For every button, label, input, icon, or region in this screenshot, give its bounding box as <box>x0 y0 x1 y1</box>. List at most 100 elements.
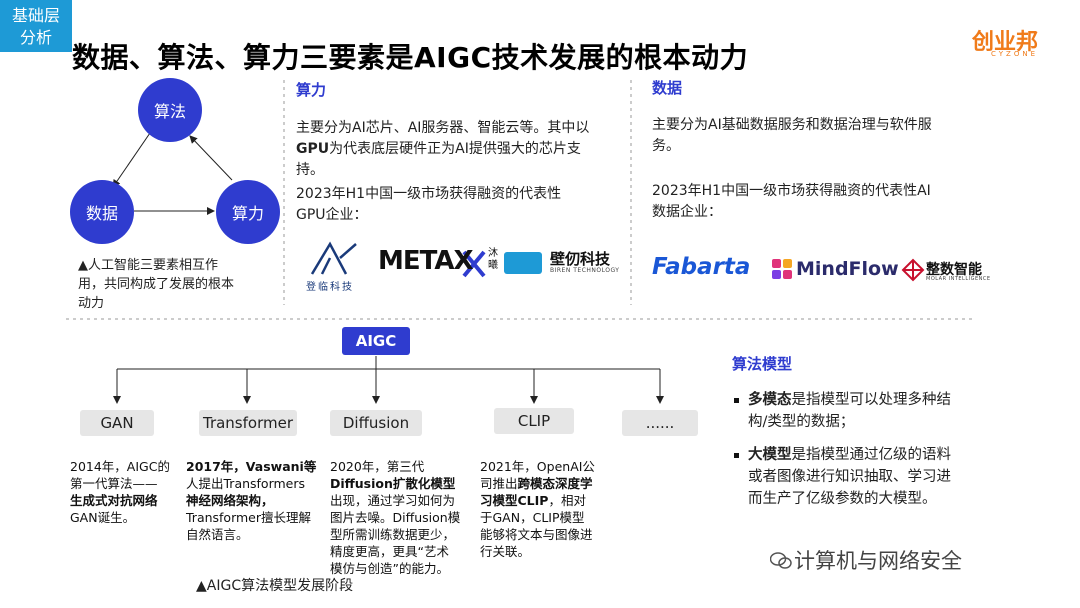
denglin-logo-mark <box>310 241 357 275</box>
transformer-line3-bold: 神经网络架构， <box>186 493 274 508</box>
algo-item-multimodal-bold: 多模态 <box>748 392 792 408</box>
section-tag-line2: 分析 <box>19 28 52 47</box>
compute-desc-line1: 主要分为AI芯片、AI服务器、智能云等。其中以 <box>296 120 590 136</box>
compute-desc-line2-rest: 为代表底层硬件正为AI提供强大的芯片支 <box>329 141 581 157</box>
triangle-caption-line1: ▲人工智能三要素相互作 <box>78 258 218 273</box>
diffusion-line1: 2020年，第三代 <box>330 459 425 474</box>
arrow-algo-to-data <box>112 132 151 188</box>
tree-caption: ▲AIGC算法模型发展阶段 <box>196 578 354 594</box>
diffusion-line5: 型所需训练数据更少， <box>330 527 456 542</box>
gan-line3-bold: 生成式对抗网络 <box>70 493 158 508</box>
node-compute: 算力 <box>216 180 280 244</box>
diffusion-line4: 图片去噪。Diffusion模 <box>330 510 461 525</box>
transformer-line1-bold: 2017年，Vaswani等 <box>186 459 317 474</box>
diffusion-line3: 出现，通过学习如何为 <box>330 493 456 508</box>
molar-logo-sub: MOLAR INTELLIGENCE <box>926 276 991 282</box>
page-title: 数据、算法、算力三要素是AIGC技术发展的根本动力 <box>72 41 749 74</box>
data-desc-line1: 主要分为AI基础数据服务和数据治理与软件服 <box>652 117 932 133</box>
wechat-icon <box>770 552 792 569</box>
transformer-line3: 神经网络架构， <box>186 492 326 509</box>
node-diffusion: Diffusion <box>330 410 422 436</box>
section-tag-line1: 基础层 <box>11 6 60 25</box>
mindflow-logo-mark <box>772 259 792 279</box>
transformer-line1: 2017年，Vaswani等 <box>186 458 326 475</box>
algo-heading: 算法模型 <box>732 355 793 373</box>
arrow-compute-to-algo <box>189 135 233 181</box>
compute-desc: 主要分为AI芯片、AI服务器、智能云等。其中以 GPU为代表底层硬件正为AI提供… <box>296 118 626 181</box>
biren-logo-mark <box>504 252 542 274</box>
data-heading: 数据 <box>652 79 683 97</box>
clip-line3-text: ，相对 <box>548 493 586 508</box>
node-transformer: Transformer <box>199 410 297 436</box>
node-data: 数据 <box>70 180 134 244</box>
diffusion-description: 2020年，第三代 Diffusion扩散化模型 出现，通过学习如何为 图片去噪… <box>330 458 470 577</box>
biren-logo-sub: BIREN TECHNOLOGY <box>550 267 620 274</box>
molar-logo: 整数智能 <box>926 262 982 278</box>
gan-line1: 2014年，AIGC的 <box>70 459 170 474</box>
clip-line2: 司推出跨模态深度学 <box>480 475 610 492</box>
node-algorithm: 算法 <box>138 78 202 142</box>
algo-item-large-model: 大模型是指模型通过亿级的语料或者图像进行知识抽取、学习进而生产了亿级参数的大模型… <box>734 444 956 510</box>
triangle-caption-line2: 用，共同构成了发展的根本 <box>78 277 235 292</box>
triangle-caption-line3: 动力 <box>78 296 105 311</box>
clip-line2-text: 司推出 <box>480 476 518 491</box>
brand-logo: 创业邦 <box>971 30 1038 55</box>
fabarta-logo: Fabarta <box>652 254 751 280</box>
metax-logo-mark <box>462 250 486 278</box>
diffusion-line2-bold: Diffusion扩散化模型 <box>330 476 456 491</box>
algo-item-large-model-desc: 是指模型通过亿级的语料或者图像进行知识抽取、学习进而生产了亿级参数的大模型。 <box>748 447 951 507</box>
algo-item-large-model-text: 大模型是指模型通过亿级的语料或者图像进行知识抽取、学习进而生产了亿级参数的大模型… <box>734 444 956 510</box>
clip-line1: 2021年，OpenAI公 <box>480 459 595 474</box>
gan-line3: 生成式对抗网络 <box>70 492 182 509</box>
metax-logo-side: 沐曦 <box>488 248 498 271</box>
bullet-icon <box>734 453 739 458</box>
bullet-icon <box>734 398 739 403</box>
node-gan: GAN <box>80 410 154 436</box>
clip-line3: 习模型CLIP，相对 <box>480 492 610 509</box>
data-companies-title-line1: 2023年H1中国一级市场获得融资的代表性AI <box>652 183 931 199</box>
algo-item-multimodal-desc: 是指模型可以处理多种结构/类型的数据； <box>748 392 951 430</box>
clip-line2-bold: 跨模态深度学 <box>517 476 593 491</box>
compute-companies-title: 2023年H1中国一级市场获得融资的代表性 GPU企业： <box>296 184 626 226</box>
gan-line4: GAN诞生。 <box>70 510 136 525</box>
algo-item-multimodal: 多模态是指模型可以处理多种结构/类型的数据； <box>734 389 956 433</box>
node-more: ...... <box>622 410 698 436</box>
data-companies-title: 2023年H1中国一级市场获得融资的代表性AI 数据企业： <box>652 181 982 223</box>
compute-companies-title-line1: 2023年H1中国一级市场获得融资的代表性 <box>296 186 562 202</box>
transformer-line4: Transformer擅长理解 <box>186 510 312 525</box>
compute-desc-line2: GPU为代表底层硬件正为AI提供强大的芯片支 <box>296 139 626 160</box>
biren-logo-text: 壁仞科技 <box>550 250 611 268</box>
aigc-root: AIGC <box>342 327 410 355</box>
clip-line5: 能够将文本与图像进 <box>480 527 593 542</box>
transformer-description: 2017年，Vaswani等 人提出Transformers 神经网络架构， T… <box>186 458 326 543</box>
metax-logo-text: METAX <box>378 246 474 276</box>
molar-logo-mark <box>901 258 925 282</box>
compute-desc-gpu: GPU <box>296 141 330 157</box>
data-desc-line2: 务。 <box>652 138 680 154</box>
diffusion-line6: 精度更高，更具“艺术 <box>330 544 449 559</box>
diffusion-line7: 模仿与创造”的能力。 <box>330 561 449 576</box>
compute-heading: 算力 <box>296 81 327 99</box>
data-companies-title-line2: 数据企业： <box>652 204 722 220</box>
node-clip: CLIP <box>494 408 574 434</box>
watermark-text: 计算机与网络安全 <box>794 549 962 573</box>
diffusion-line2: Diffusion扩散化模型 <box>330 475 470 492</box>
brand-logo-sub: CYZONE <box>990 50 1038 58</box>
denglin-logo-text: 登临科技 <box>306 282 354 293</box>
compute-desc-line3: 持。 <box>296 162 324 178</box>
mindflow-logo: MindFlow <box>796 258 899 280</box>
algo-item-multimodal-text: 多模态是指模型可以处理多种结构/类型的数据； <box>734 389 956 433</box>
clip-description: 2021年，OpenAI公 司推出跨模态深度学 习模型CLIP，相对 于GAN，… <box>480 458 610 560</box>
clip-line3-bold: 习模型CLIP <box>480 493 549 508</box>
section-tag: 基础层 分析 <box>0 0 72 52</box>
gan-description: 2014年，AIGC的 第一代算法—— 生成式对抗网络 GAN诞生。 <box>70 458 182 526</box>
transformer-line5: 自然语言。 <box>186 527 249 542</box>
data-desc: 主要分为AI基础数据服务和数据治理与软件服 务。 <box>652 115 972 157</box>
compute-companies-title-line2: GPU企业： <box>296 207 368 223</box>
triangle-caption: ▲人工智能三要素相互作 用，共同构成了发展的根本 动力 <box>78 256 282 313</box>
gan-line2: 第一代算法—— <box>70 476 158 491</box>
algo-item-large-model-bold: 大模型 <box>748 447 792 463</box>
clip-line6: 行关联。 <box>480 544 531 559</box>
transformer-line2: 人提出Transformers <box>186 476 306 491</box>
